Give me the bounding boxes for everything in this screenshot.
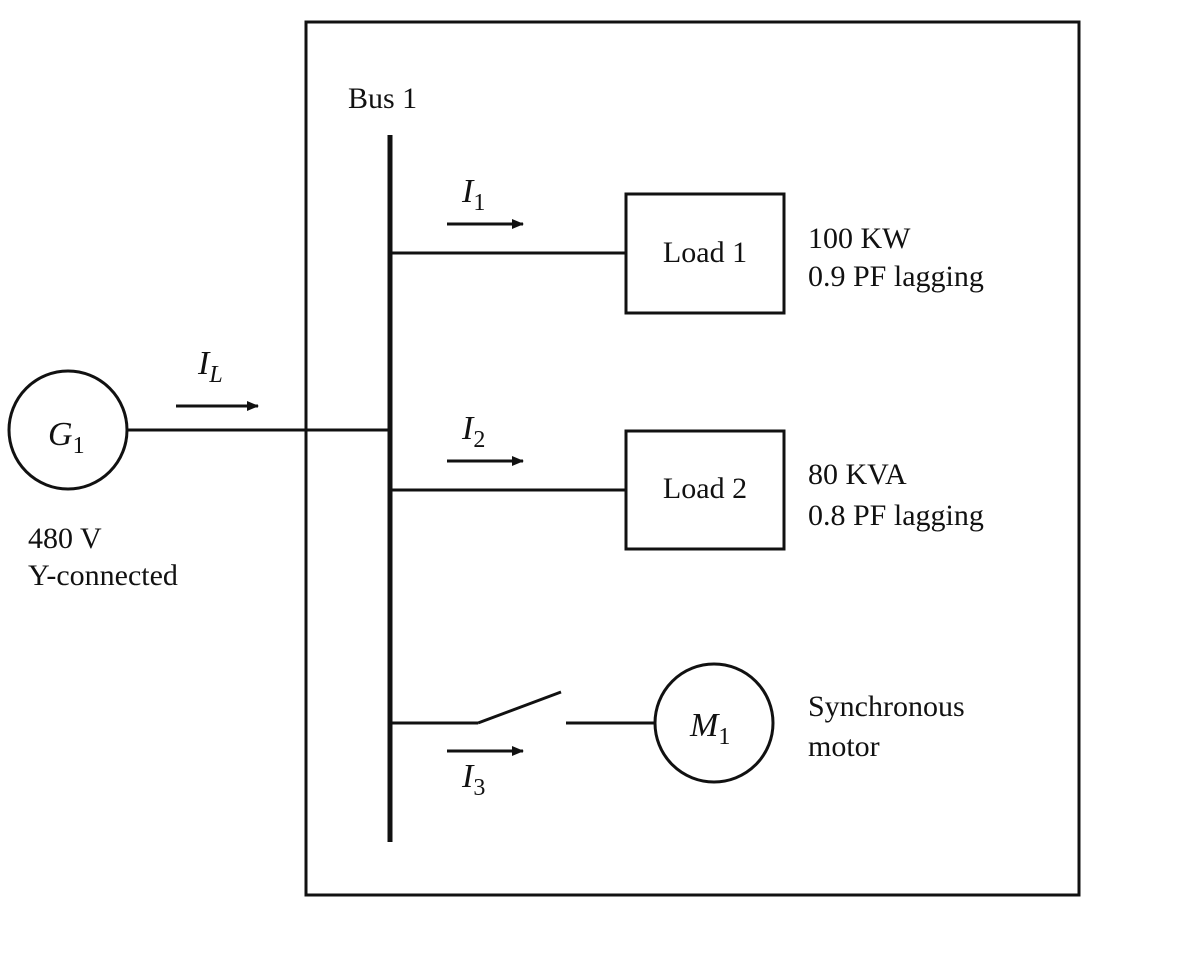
bus-label: Bus 1 xyxy=(348,82,417,115)
load2-pf: 0.8 PF lagging xyxy=(808,499,984,532)
motor-symbol xyxy=(653,662,775,784)
motor-type-line2: motor xyxy=(808,730,880,763)
load2-rating: 80 KVA xyxy=(808,458,907,491)
load1-box xyxy=(624,192,786,315)
i2-current-label: I2 xyxy=(461,410,485,453)
motor-type-line1: Synchronous xyxy=(808,690,965,723)
load2-box xyxy=(624,429,786,551)
generator-voltage: 480 V xyxy=(28,522,102,555)
load1-pf: 0.9 PF lagging xyxy=(808,260,984,293)
system-enclosure xyxy=(304,20,1081,897)
generator-connection: Y-connected xyxy=(28,559,178,592)
i3-current-label: I3 xyxy=(461,758,485,801)
load2-label: Load 2 xyxy=(663,472,747,505)
open-switch-blade xyxy=(477,690,562,725)
motor-label: M1 xyxy=(689,707,730,750)
generator-label: G1 xyxy=(48,416,85,459)
i1-current-label: I1 xyxy=(461,173,485,216)
load1-rating: 100 KW xyxy=(808,222,911,255)
line-current-label: IL xyxy=(197,345,223,388)
load1-label: Load 1 xyxy=(663,236,747,269)
